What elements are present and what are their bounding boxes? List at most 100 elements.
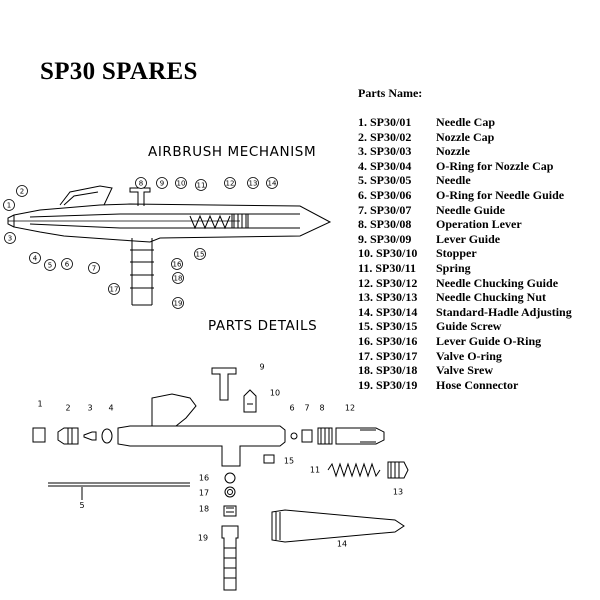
part-code: 5. SP30/05 xyxy=(358,173,412,188)
callout-5: 5 xyxy=(79,501,84,510)
callout-8: 8 xyxy=(135,177,147,189)
callout-12: 12 xyxy=(345,404,355,413)
callout-number: 15 xyxy=(196,251,205,259)
part-name: Lever Guide O-Ring xyxy=(436,333,542,348)
callout-number: 18 xyxy=(174,275,183,283)
part-code: 4. SP30/04 xyxy=(358,158,412,173)
part-code: 19. SP30/19 xyxy=(358,377,418,392)
part-row: 1. SP30/01 Needle Cap xyxy=(358,115,598,130)
part-11-spring xyxy=(327,462,381,478)
callout-number: 15 xyxy=(284,457,294,466)
callout-11: 11 xyxy=(310,466,320,475)
callout-number: 19 xyxy=(198,534,208,543)
callout-number: 14 xyxy=(337,540,347,549)
part-code: 8. SP30/08 xyxy=(358,217,412,232)
callout-number: 16 xyxy=(199,474,209,483)
mechanism-valve-stem xyxy=(130,238,154,306)
part-name: Needle Guide xyxy=(436,202,505,217)
callout-number: 8 xyxy=(139,180,143,188)
callout-number: 6 xyxy=(289,404,294,413)
callout-7: 7 xyxy=(88,262,100,274)
callout-number: 9 xyxy=(259,363,264,372)
part-4-o-ring xyxy=(101,428,113,444)
callout-number: 3 xyxy=(8,235,12,243)
part-15-guide-screw xyxy=(263,454,275,464)
part-name: Spring xyxy=(436,260,471,275)
callout-3: 3 xyxy=(87,404,92,413)
part-8-operation-lever xyxy=(211,367,237,401)
page-title: SP30 SPARES xyxy=(40,58,198,85)
mechanism-paint-cup xyxy=(59,185,113,206)
callout-number: 7 xyxy=(304,404,309,413)
callout-8: 8 xyxy=(319,404,324,413)
callout-number: 19 xyxy=(174,300,183,308)
part-2-nozzle-cap xyxy=(57,427,79,445)
part-name: Nozzle Cap xyxy=(436,129,495,144)
part-code: 6. SP30/06 xyxy=(358,187,412,202)
callout-19: 19 xyxy=(198,534,208,543)
callout-1: 1 xyxy=(3,199,15,211)
callout-2: 2 xyxy=(65,404,70,413)
part-code: 12. SP30/12 xyxy=(358,275,418,290)
part-name: Stopper xyxy=(436,246,477,261)
callout-3: 3 xyxy=(4,232,16,244)
part-name: Needle Chucking Guide xyxy=(436,275,559,290)
callout-number: 8 xyxy=(319,404,324,413)
callout-number: 17 xyxy=(199,489,209,498)
callout-18: 18 xyxy=(199,505,209,514)
part-code: 15. SP30/15 xyxy=(358,319,418,334)
part-code: 18. SP30/18 xyxy=(358,363,418,378)
callout-15: 15 xyxy=(284,457,294,466)
part-row: 12. SP30/12 Needle Chucking Guide xyxy=(358,276,598,291)
callout-number: 18 xyxy=(199,505,209,514)
mechanism-lever xyxy=(129,187,151,206)
callout-13: 13 xyxy=(393,488,403,497)
callout-9: 9 xyxy=(259,363,264,372)
callout-1: 1 xyxy=(37,400,42,409)
part-code: 1. SP30/01 xyxy=(358,115,412,129)
part-18-valve-screw xyxy=(223,505,237,517)
part-body xyxy=(117,425,286,467)
mechanism-diagram xyxy=(7,185,332,306)
part-code: 13. SP30/13 xyxy=(358,290,418,305)
callout-6: 6 xyxy=(61,258,73,270)
part-row: 14. SP30/14 Standard-Hadle Adjusting xyxy=(358,305,598,320)
part-name: Valve O-ring xyxy=(436,348,502,363)
callout-number: 13 xyxy=(393,488,403,497)
callout-12: 12 xyxy=(224,177,236,189)
callout-11: 11 xyxy=(195,179,207,191)
details-diagram xyxy=(32,367,409,591)
callout-number: 10 xyxy=(177,180,186,188)
part-code: 14. SP30/14 xyxy=(358,304,418,319)
part-name: Needle xyxy=(436,173,471,188)
part-name: Needle Cap xyxy=(436,115,495,129)
part-name: O-Ring for Nozzle Cap xyxy=(436,158,554,173)
callout-number: 9 xyxy=(160,180,164,188)
callout-6: 6 xyxy=(289,404,294,413)
mechanism-spring xyxy=(189,214,231,230)
part-3-nozzle xyxy=(83,431,97,441)
callout-number: 14 xyxy=(268,180,277,188)
part-code: 3. SP30/03 xyxy=(358,144,412,159)
callout-4: 4 xyxy=(29,252,41,264)
part-name: Standard-Hadle Adjusting xyxy=(436,304,572,319)
part-name: O-Ring for Needle Guide xyxy=(436,187,565,202)
part-body-cup xyxy=(151,393,197,427)
callout-10: 10 xyxy=(270,389,280,398)
part-16-lever-guide-o-ring xyxy=(224,472,236,484)
callout-number: 10 xyxy=(270,389,280,398)
callout-5: 5 xyxy=(44,259,56,271)
part-14-handle xyxy=(271,509,405,543)
